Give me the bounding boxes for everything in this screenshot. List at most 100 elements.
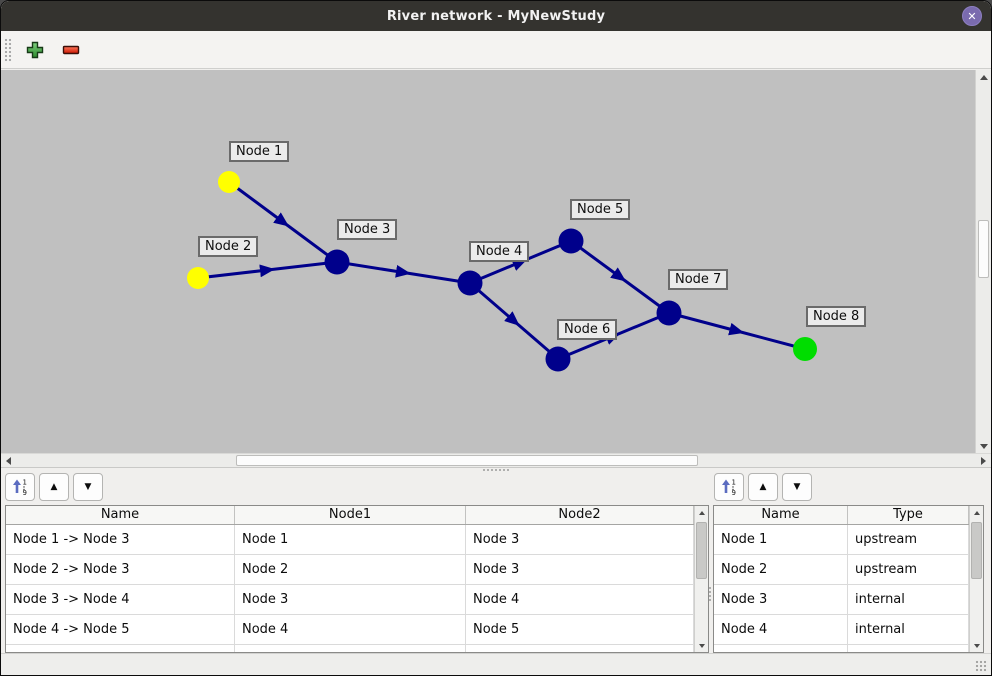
edge-4[interactable] [468,239,573,285]
nodes-scroll-thumb[interactable] [971,522,982,579]
edge-8[interactable] [667,311,807,351]
toolbar-drag-handle[interactable] [4,37,12,62]
column-header[interactable]: Type [848,506,969,524]
svg-text:9: 9 [732,489,736,496]
graph-node-5[interactable] [558,228,584,254]
table-cell: Node 4 [714,615,848,644]
table-cell: Node 1 [714,525,848,554]
node-label: Node 5 [570,199,631,220]
table-cell [848,645,969,652]
graph-node-8[interactable] [793,337,817,361]
up-triangle-icon [973,510,980,515]
graph-node-6[interactable] [545,346,571,372]
scroll-up-arrow[interactable] [976,70,991,84]
links-table-scrollbar[interactable] [694,506,708,652]
column-header[interactable]: Node2 [466,506,694,524]
canvas-vscroll-thumb[interactable] [978,220,989,278]
scroll-left-arrow[interactable] [1,454,16,467]
table-cell: internal [848,585,969,614]
edge-3[interactable] [335,260,472,285]
table-cell: Node 3 [714,585,848,614]
up-triangle-icon [698,510,705,515]
edge-5[interactable] [468,281,560,361]
table-row[interactable] [714,645,983,652]
table-row[interactable] [6,645,708,652]
canvas-horizontal-scrollbar[interactable] [1,453,991,468]
remove-node-button[interactable] [58,37,84,63]
table-cell: internal [848,615,969,644]
table-cell: Node 3 [235,585,466,614]
add-node-button[interactable] [22,37,48,63]
right-triangle-icon [981,456,986,465]
column-header[interactable]: Node1 [235,506,466,524]
svg-text:1: 1 [23,479,27,487]
graph-node-7[interactable] [656,300,682,326]
scroll-down-arrow[interactable] [970,639,983,652]
node-label: Node 4 [469,241,530,262]
links-scroll-thumb[interactable] [696,522,707,579]
edge-6[interactable] [569,239,671,315]
sort-ascending-icon: 1 9 [722,479,736,496]
scroll-down-arrow[interactable] [695,639,708,652]
svg-text:9: 9 [23,489,27,496]
red-minus-icon [62,45,80,54]
table-cell: Node 4 [235,615,466,644]
graph-node-1[interactable] [218,171,240,193]
node-label: Node 8 [806,306,867,327]
left-triangle-icon [6,456,11,465]
graph-node-2[interactable] [187,267,209,289]
nodes-move-up-button[interactable]: ▲ [748,473,778,501]
links-move-up-button[interactable]: ▲ [39,473,69,501]
canvas-hscroll-thumb[interactable] [236,455,698,466]
table-cell: Node 3 -> Node 4 [6,585,235,614]
canvas-vertical-scrollbar[interactable] [975,70,991,453]
pane-splitter-handle[interactable] [482,468,510,473]
links-sort-button[interactable]: 1 9 [5,473,35,501]
nodes-table-scrollbar[interactable] [969,506,983,652]
close-button[interactable]: ✕ [962,6,982,26]
links-move-down-button[interactable]: ▼ [73,473,103,501]
edge-2[interactable] [196,260,339,280]
sort-ascending-icon: 1 9 [13,479,27,496]
node-label: Node 6 [557,319,618,340]
table-cell [6,645,235,652]
scroll-right-arrow[interactable] [976,454,991,467]
scroll-up-arrow[interactable] [970,506,983,519]
window-title: River network - MyNewStudy [386,8,606,24]
node-label: Node 7 [668,269,729,290]
edge-1[interactable] [227,180,339,264]
table-cell: Node 1 -> Node 3 [6,525,235,554]
column-header[interactable]: Name [714,506,848,524]
table-cell: Node 3 [466,525,694,554]
nodes-sort-button[interactable]: 1 9 [714,473,744,501]
down-triangle-icon [698,643,705,648]
table-cell: Node 2 -> Node 3 [6,555,235,584]
scroll-down-arrow[interactable] [976,439,991,453]
table-cell: Node 4 -> Node 5 [6,615,235,644]
nodes-move-down-button[interactable]: ▼ [782,473,812,501]
table-splitter-handle[interactable] [708,586,714,603]
down-triangle-icon [979,443,988,449]
scroll-up-arrow[interactable] [695,506,708,519]
down-triangle-icon [973,643,980,648]
graph-node-3[interactable] [324,249,350,275]
table-cell [714,645,848,652]
column-header[interactable]: Name [6,506,235,524]
graph-node-4[interactable] [457,270,483,296]
window-resize-grip[interactable] [975,660,988,673]
main-toolbar [1,31,991,69]
node-label: Node 3 [337,219,398,240]
